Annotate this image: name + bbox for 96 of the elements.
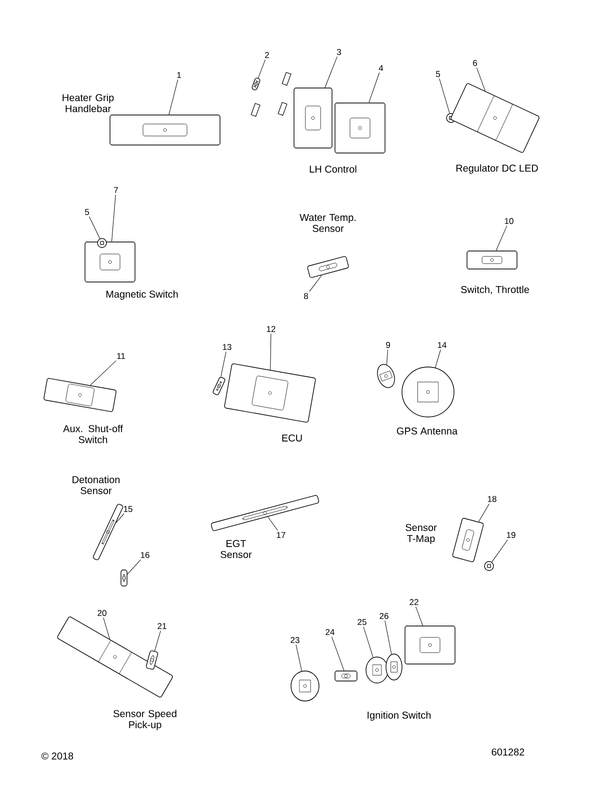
part-drawing bbox=[44, 378, 116, 412]
part-drawing bbox=[57, 616, 173, 698]
leader-line bbox=[154, 630, 161, 652]
leader-line bbox=[492, 539, 508, 562]
leader-line bbox=[478, 503, 490, 522]
part-label: Ignition Switch bbox=[368, 711, 431, 721]
leader-line bbox=[116, 513, 124, 524]
part-label: ECU bbox=[282, 434, 302, 442]
part-drawing bbox=[402, 366, 454, 418]
callout-number: 9 bbox=[386, 342, 390, 348]
part-drawing bbox=[120, 570, 128, 586]
callout-number: 20 bbox=[98, 610, 106, 616]
leader-line bbox=[111, 194, 116, 242]
drawing-number: 601282 bbox=[492, 748, 524, 756]
leader-line bbox=[296, 644, 302, 672]
part-drawing bbox=[466, 250, 518, 270]
part-label: Aux. Shut-off Switch bbox=[63, 424, 123, 444]
leader-line bbox=[331, 636, 344, 671]
part-label: Switch, Throttle bbox=[461, 286, 529, 294]
leader-line bbox=[258, 59, 266, 78]
leader-line bbox=[127, 559, 141, 575]
part-label: Water Temp. Sensor bbox=[300, 214, 356, 232]
part-drawing bbox=[210, 495, 320, 531]
callout-number: 1 bbox=[177, 72, 181, 78]
callout-number: 5 bbox=[84, 209, 90, 215]
part-label: EGT Sensor bbox=[220, 540, 252, 558]
callout-number: 15 bbox=[124, 506, 132, 512]
callout-number: 13 bbox=[222, 344, 232, 350]
callout-number: 26 bbox=[380, 613, 388, 619]
leader-line bbox=[309, 275, 322, 292]
callout-number: 4 bbox=[378, 65, 384, 71]
part-drawing bbox=[452, 518, 484, 562]
callout-number: 7 bbox=[114, 187, 118, 193]
leader-line bbox=[103, 617, 110, 640]
leader-line bbox=[168, 79, 178, 115]
part-label: Magnetic Switch bbox=[106, 290, 178, 300]
part-drawing bbox=[252, 78, 260, 90]
part-drawing bbox=[334, 102, 386, 154]
callout-number: 17 bbox=[276, 532, 286, 538]
part-label: Sensor Speed Pick-up bbox=[114, 710, 176, 730]
part-label: Sensor T-Map bbox=[406, 524, 437, 544]
part-drawing bbox=[92, 504, 124, 560]
part-drawing bbox=[97, 238, 107, 248]
leader-line bbox=[386, 349, 388, 365]
part-drawing bbox=[307, 256, 349, 278]
part-drawing bbox=[404, 626, 456, 664]
part-drawing bbox=[366, 656, 388, 684]
leader-line bbox=[368, 72, 380, 103]
callout-number: 2 bbox=[265, 52, 269, 58]
leader-line bbox=[476, 67, 486, 92]
leader-line bbox=[89, 216, 100, 239]
part-drawing bbox=[294, 88, 332, 148]
callout-number: 6 bbox=[473, 60, 477, 66]
part-drawing bbox=[110, 114, 220, 146]
part-drawing bbox=[290, 670, 320, 702]
callout-number: 8 bbox=[304, 293, 308, 299]
callout-number: 25 bbox=[358, 619, 366, 625]
copyright-note: © 2018 bbox=[41, 752, 74, 760]
part-label: Heater Grip Handlebar bbox=[62, 94, 114, 112]
part-drawing bbox=[212, 376, 226, 396]
leader-line bbox=[90, 360, 116, 386]
part-drawing bbox=[224, 363, 316, 423]
leader-line bbox=[416, 606, 424, 626]
part-label: Detonation Sensor bbox=[72, 476, 120, 494]
part-label: LH Control bbox=[310, 165, 356, 173]
callout-number: 21 bbox=[158, 623, 166, 629]
part-drawing bbox=[484, 561, 494, 571]
callout-number: 22 bbox=[410, 599, 418, 605]
callout-number: 12 bbox=[266, 326, 276, 332]
callout-number: 11 bbox=[117, 353, 125, 359]
part-drawing bbox=[84, 242, 136, 282]
part-drawing bbox=[334, 670, 358, 682]
leader-line bbox=[384, 620, 392, 655]
leader-line bbox=[435, 349, 441, 368]
callout-number: 18 bbox=[488, 496, 496, 502]
callout-number: 14 bbox=[438, 342, 446, 348]
leader-line bbox=[220, 351, 226, 377]
leader-line bbox=[268, 516, 278, 531]
part-label: GPS Antenna bbox=[396, 427, 458, 435]
callout-number: 5 bbox=[436, 71, 440, 77]
callout-number: 10 bbox=[504, 218, 514, 224]
leader-line bbox=[270, 333, 272, 370]
callout-number: 19 bbox=[506, 532, 516, 538]
callout-number: 24 bbox=[326, 629, 334, 635]
callout-number: 16 bbox=[140, 552, 150, 558]
leader-line bbox=[324, 56, 338, 88]
part-label: Regulator DC LED bbox=[456, 164, 538, 174]
callout-number: 3 bbox=[336, 49, 341, 55]
part-drawing bbox=[450, 83, 540, 153]
part-drawing bbox=[146, 650, 158, 670]
part-drawing bbox=[377, 364, 395, 388]
leader-line bbox=[496, 225, 508, 251]
callout-number: 23 bbox=[290, 637, 300, 643]
leader-line bbox=[363, 626, 374, 658]
leader-line bbox=[439, 78, 450, 114]
part-drawing bbox=[386, 654, 402, 680]
